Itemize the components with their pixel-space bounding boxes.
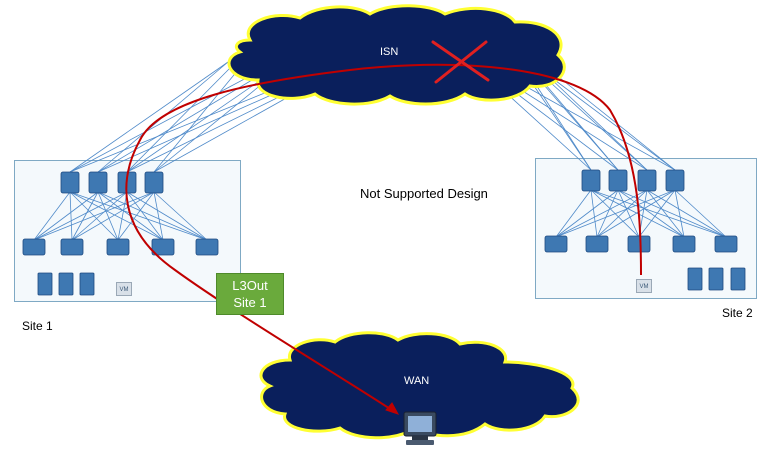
site1-isn-links — [69, 61, 291, 173]
site1-leaves — [22, 238, 219, 256]
design-status-text: Not Supported Design — [360, 186, 488, 201]
site2-leaves — [544, 235, 738, 253]
site1-servers — [37, 272, 95, 296]
site1-spines — [60, 171, 164, 194]
site2-fabric-links — [555, 189, 727, 238]
wan-cloud — [259, 331, 580, 440]
site2-spines — [581, 169, 685, 192]
wan-label: WAN — [404, 375, 430, 387]
traffic-arrowhead — [385, 402, 400, 415]
site-1-label: Site 1 — [22, 319, 53, 333]
l3out-line2: Site 1 — [233, 295, 267, 310]
isn-label: ISN — [380, 46, 399, 58]
site2-vm-icon: VM — [636, 279, 652, 293]
l3out-line1: L3Out — [232, 278, 268, 293]
site1-vm-icon: VM — [116, 282, 132, 296]
site2-servers — [687, 267, 746, 291]
blocked-x-mark — [431, 40, 490, 84]
endpoint-computer-icon — [403, 411, 437, 445]
traffic-path — [125, 63, 642, 415]
site-2-label: Site 2 — [722, 306, 753, 320]
site1-fabric-links — [33, 191, 208, 241]
l3out-site1-box: L3Out Site 1 — [216, 273, 284, 315]
